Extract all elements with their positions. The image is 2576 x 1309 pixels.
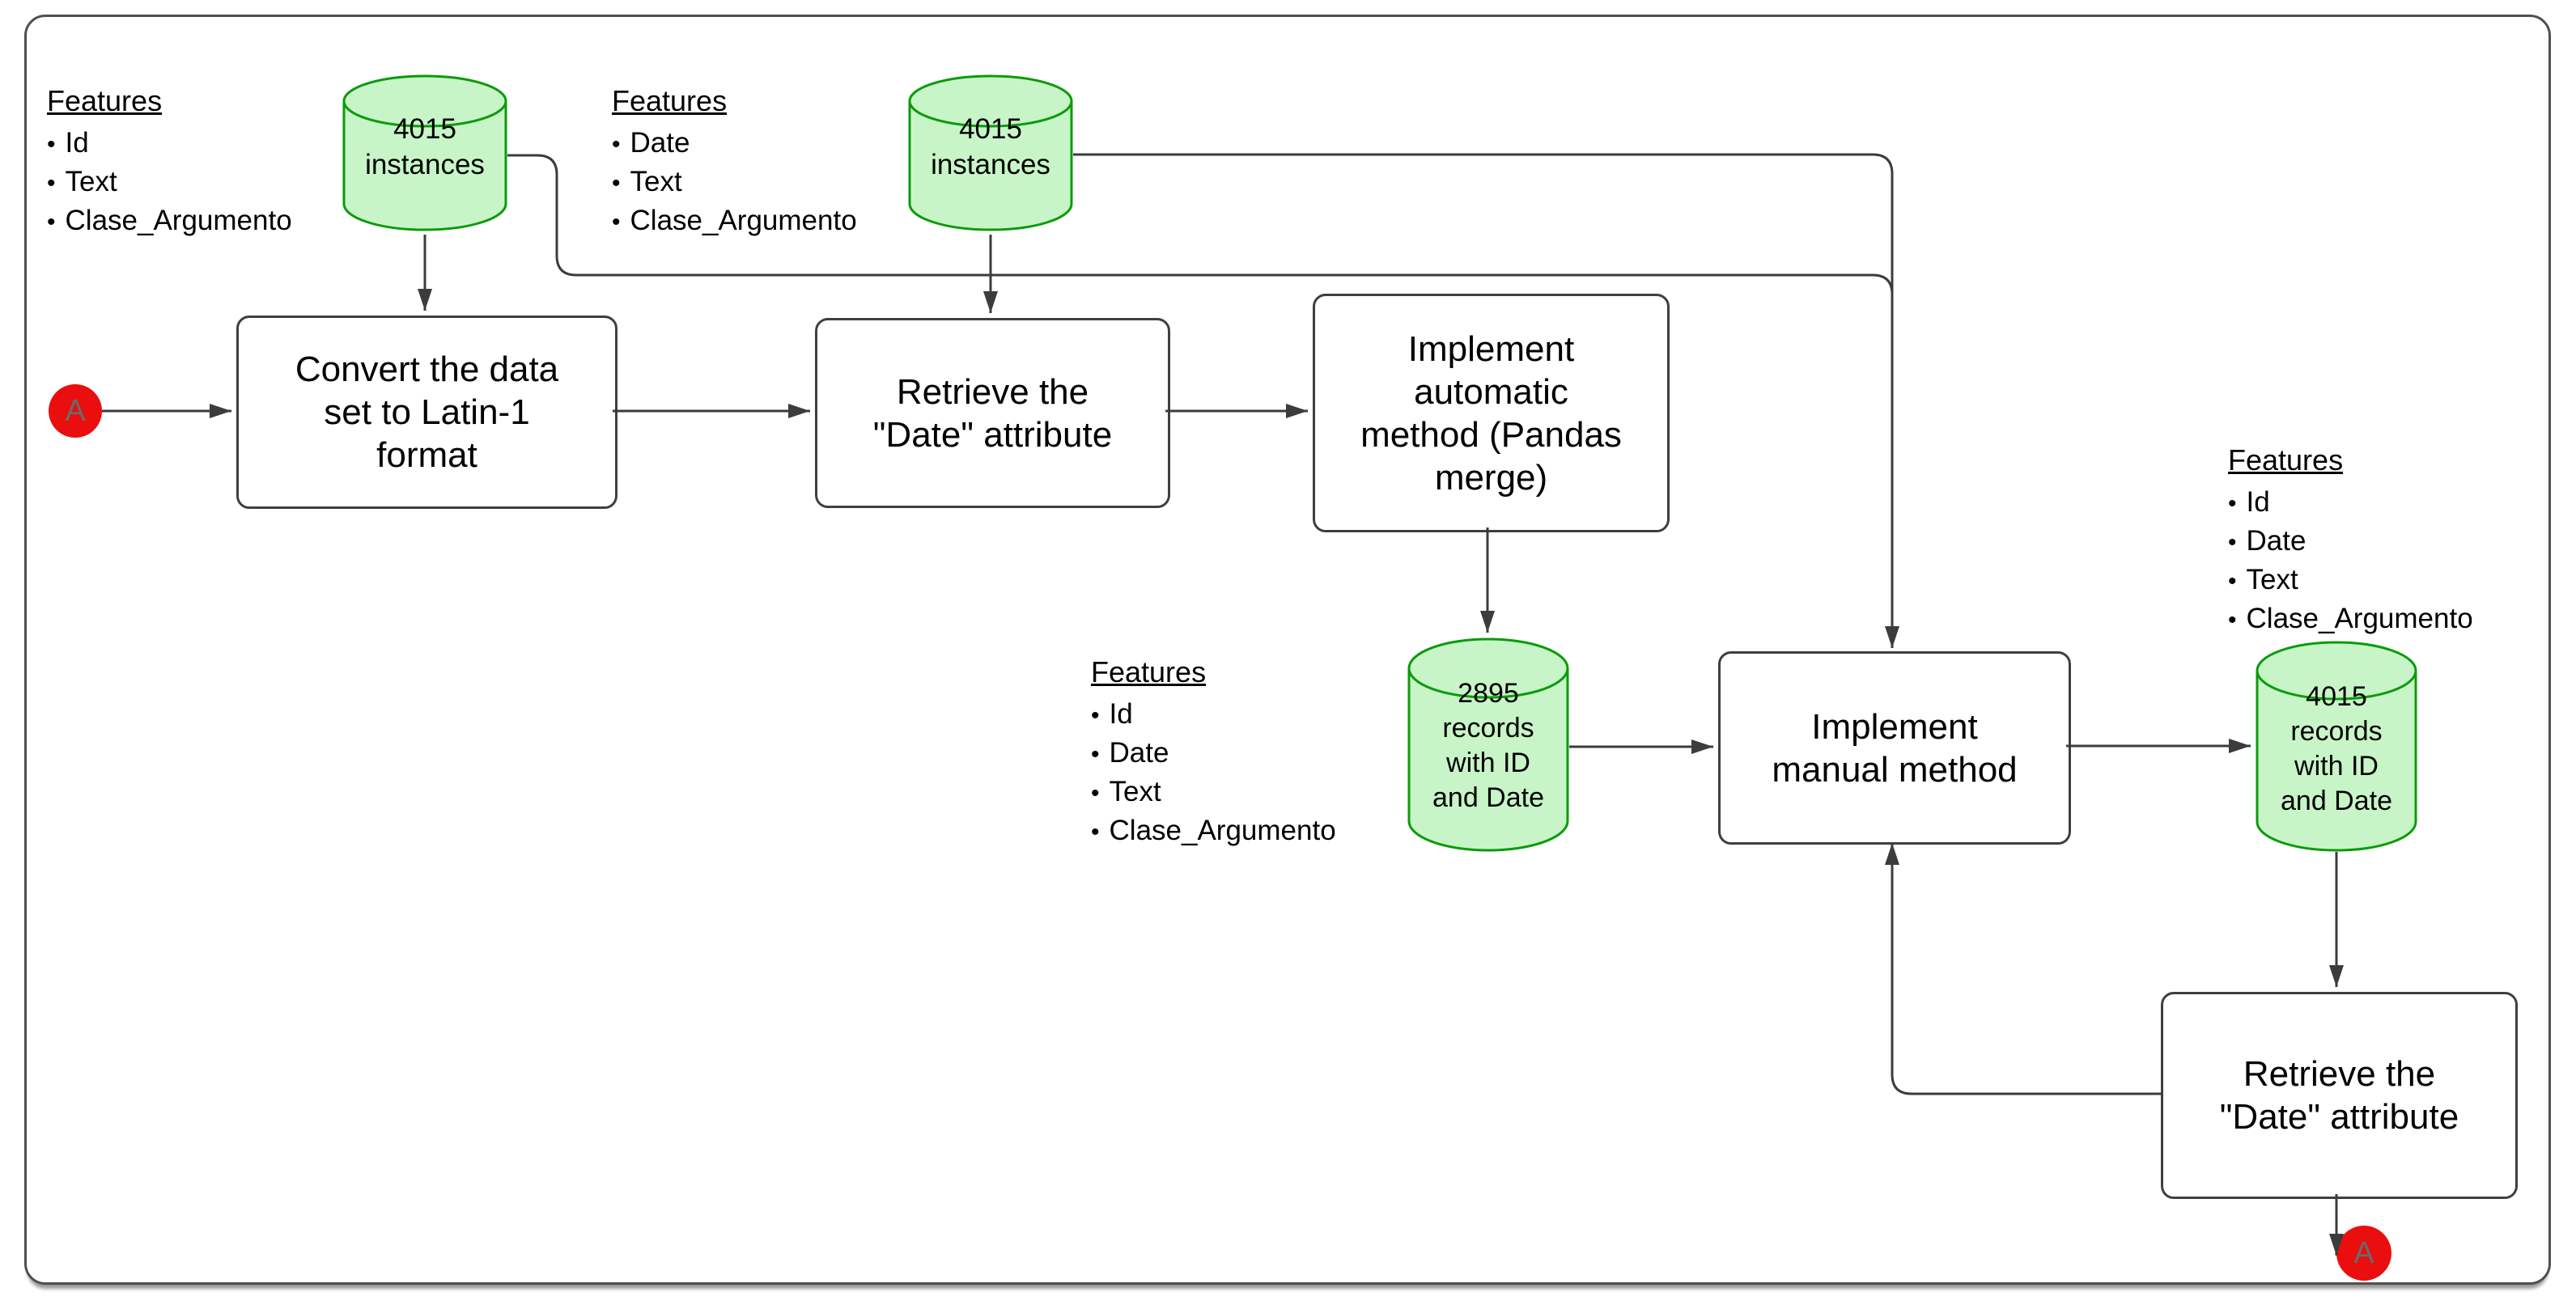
- bullet-icon: •: [1091, 741, 1100, 768]
- datastore-label: 4015 records with ID and Date: [2281, 681, 2392, 816]
- feature-item-label: Text: [65, 166, 117, 197]
- bullet-icon: •: [2228, 607, 2237, 633]
- terminal-label: A: [2353, 1235, 2374, 1270]
- feature-item-label: Clase_Argumento: [2246, 603, 2473, 634]
- feature-item-label: Clase_Argumento: [630, 205, 857, 236]
- bullet-icon: •: [47, 131, 56, 158]
- feature-list-item: • Date: [612, 125, 857, 163]
- process-label: Convert the data set to Latin-1 format: [295, 349, 559, 475]
- feature-list-merged-manual: Features • Id • Date • Text • Clase_Argument…: [2228, 443, 2473, 639]
- bullet-icon: •: [1091, 780, 1100, 807]
- feature-list-title: Features: [612, 84, 728, 117]
- feature-item-label: Clase_Argumento: [1109, 815, 1336, 846]
- feature-item-label: Id: [1109, 698, 1133, 730]
- process-automatic-method: Implement automatic method (Pandas merge…: [1313, 294, 1670, 532]
- database-cylinder-icon: [342, 74, 507, 231]
- datastore-label: 4015 instances: [931, 113, 1050, 180]
- feature-list-item: • Clase_Argumento: [612, 202, 857, 241]
- feature-list-title: Features: [1091, 655, 1207, 688]
- feature-list-item: • Clase_Argumento: [1091, 812, 1336, 851]
- feature-item-label: Text: [1109, 776, 1161, 807]
- feature-list-source1: Features • Id • Text • Clase_Argumento: [47, 84, 292, 241]
- datastore-manual-result: 4015 records with ID and Date: [2256, 641, 2417, 852]
- process-label: Implement automatic method (Pandas merge…: [1360, 328, 1622, 498]
- feature-list-item: • Id: [47, 125, 292, 163]
- feature-list-merged-auto: Features • Id • Date • Text • Clase_Argument…: [1091, 655, 1336, 851]
- process-convert-latin1: Convert the data set to Latin-1 format: [236, 316, 617, 509]
- database-cylinder-icon: [2256, 641, 2417, 852]
- bullet-icon: •: [1091, 702, 1100, 729]
- feature-list-title: Features: [47, 84, 163, 117]
- datastore-auto-result: 2895 records with ID and Date: [1407, 638, 1569, 852]
- feature-item-label: Clase_Argumento: [65, 205, 292, 236]
- feature-item-label: Text: [630, 166, 682, 197]
- bullet-icon: •: [47, 209, 56, 235]
- feature-list-item: • Id: [2228, 484, 2473, 523]
- feature-list-item: • Text: [47, 163, 292, 202]
- bullet-icon: •: [612, 170, 621, 197]
- bullet-icon: •: [612, 209, 621, 235]
- feature-list-source2: Features • Date • Text • Clase_Argumento: [612, 84, 857, 241]
- feature-list-item: • Text: [1091, 773, 1336, 812]
- bullet-icon: •: [2228, 529, 2237, 556]
- bullet-icon: •: [2228, 568, 2237, 595]
- feature-item-label: Id: [2246, 486, 2270, 518]
- feature-list-item: • Text: [2228, 561, 2473, 600]
- process-retrieve-date-2: Retrieve the "Date" attribute: [2161, 992, 2518, 1199]
- datastore-label: 2895 records with ID and Date: [1432, 678, 1544, 813]
- feature-list-item: • Date: [1091, 735, 1336, 773]
- bullet-icon: •: [47, 170, 56, 197]
- feature-list-item: • Clase_Argumento: [47, 202, 292, 241]
- terminal-start-a: A: [49, 384, 102, 438]
- process-label: Implement manual method: [1772, 706, 2018, 790]
- process-label: Retrieve the "Date" attribute: [2219, 1054, 2459, 1137]
- bullet-icon: •: [612, 131, 621, 158]
- database-cylinder-icon: [1407, 638, 1569, 852]
- terminal-label: A: [65, 393, 86, 428]
- process-retrieve-date-1: Retrieve the "Date" attribute: [815, 318, 1170, 508]
- feature-item-label: Text: [2246, 564, 2298, 595]
- bullet-icon: •: [1091, 819, 1100, 845]
- process-label: Retrieve the "Date" attribute: [872, 371, 1113, 455]
- feature-list-item: • Date: [2228, 523, 2473, 561]
- feature-item-label: Date: [630, 127, 690, 159]
- datastore-source2: 4015 instances: [908, 74, 1073, 232]
- feature-list-item: • Clase_Argumento: [2228, 600, 2473, 639]
- feature-item-label: Id: [65, 127, 89, 159]
- feature-list-title: Features: [2228, 443, 2344, 477]
- datastore-label: 4015 instances: [365, 113, 485, 180]
- feature-list-item: • Text: [612, 163, 857, 202]
- feature-item-label: Date: [2246, 525, 2307, 557]
- datastore-source1: 4015 instances: [342, 74, 507, 232]
- bullet-icon: •: [2228, 490, 2237, 517]
- terminal-end-a: A: [2336, 1226, 2391, 1281]
- feature-list-item: • Id: [1091, 696, 1336, 735]
- process-manual-method: Implement manual method: [1718, 651, 2071, 845]
- feature-item-label: Date: [1109, 737, 1169, 769]
